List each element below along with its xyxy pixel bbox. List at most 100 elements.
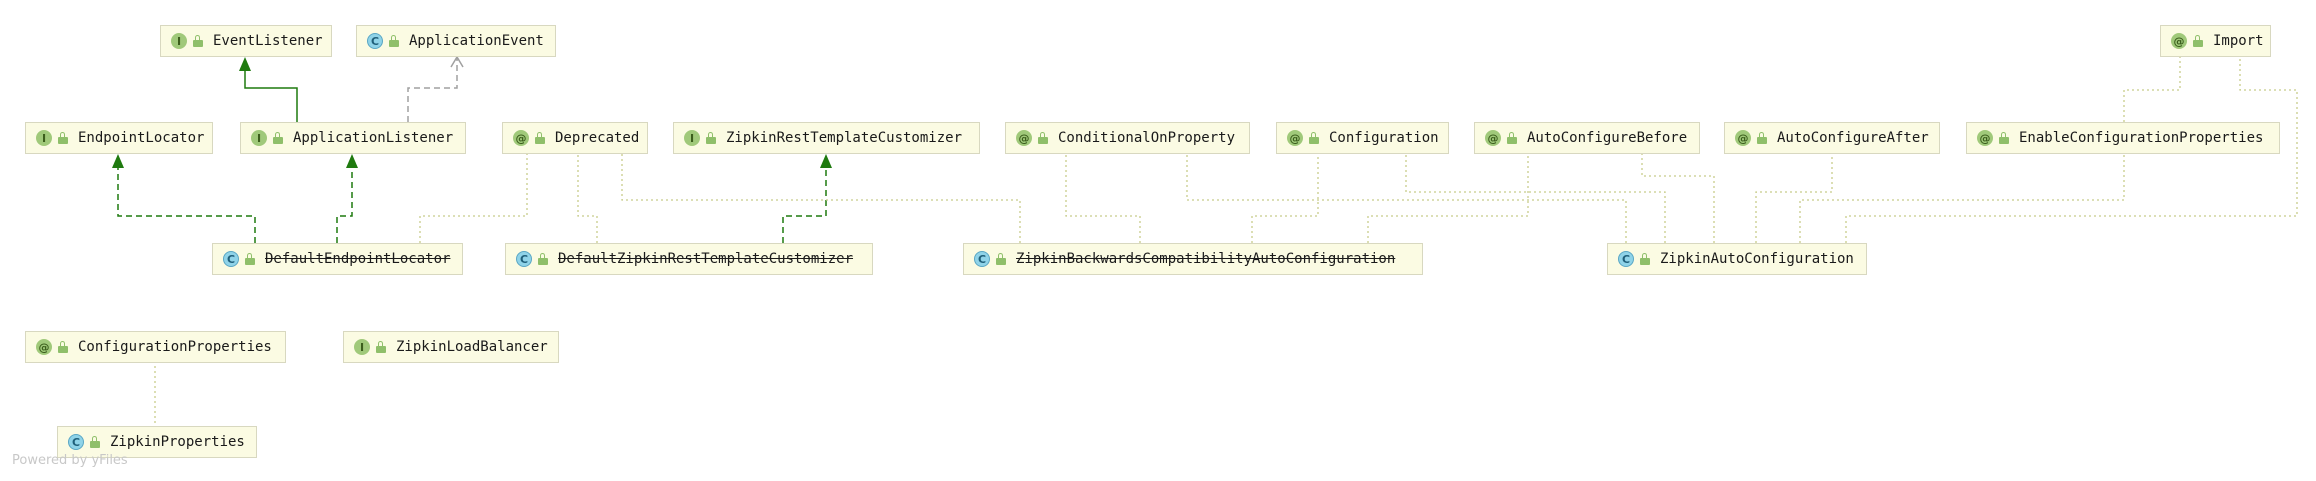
annotation-icon: @ [1977,130,1993,146]
annotation-icon: @ [513,130,529,146]
class-icon: C [1618,251,1634,267]
arrowhead-implements [346,154,358,168]
node-label: EventListener [213,33,323,49]
interface-icon: I [354,339,370,355]
node-enable-configuration-properties[interactable]: @ EnableConfigurationProperties [1966,122,2280,154]
public-lock-icon [996,253,1006,265]
edge-annotation [1641,154,1715,243]
node-label: DefaultEndpointLocator [265,251,451,267]
arrowhead-implements [820,154,832,168]
edge-annotation [621,154,1021,243]
public-lock-icon [1999,132,2009,144]
annotation-icon: @ [1287,130,1303,146]
node-label: ConfigurationProperties [78,339,272,355]
public-lock-icon [1640,253,1650,265]
node-label: Configuration [1329,130,1439,146]
edge-annotation [1367,154,1529,243]
node-label: AutoConfigureAfter [1777,130,1929,146]
node-configuration-properties[interactable]: @ ConfigurationProperties [25,331,286,363]
edge-annotation [577,154,598,243]
edge-annotation [419,154,528,243]
node-deprecated[interactable]: @ Deprecated [502,122,648,154]
edge-implements [117,168,256,243]
public-lock-icon [58,341,68,353]
annotation-icon: @ [1735,130,1751,146]
edge-dependency [407,58,458,122]
node-endpoint-locator[interactable]: I EndpointLocator [25,122,213,154]
node-import[interactable]: @ Import [2160,25,2271,57]
annotation-icon: @ [1016,130,1032,146]
node-label: ZipkinProperties [110,434,245,450]
public-lock-icon [193,35,203,47]
arrowhead-dependency [450,55,464,68]
node-zipkin-load-balancer[interactable]: I ZipkinLoadBalancer [343,331,559,363]
arrowhead-implements [112,154,124,168]
edge-annotation [2123,57,2181,122]
node-zipkin-backwards-compatibility-auto-configuration[interactable]: C ZipkinBackwardsCompatibilityAutoConfigu… [963,243,1423,275]
class-icon: C [974,251,990,267]
edge-implements [782,168,827,243]
public-lock-icon [535,132,545,144]
node-application-event[interactable]: C ApplicationEvent [356,25,556,57]
interface-icon: I [36,130,52,146]
node-zipkin-rest-template-customizer[interactable]: I ZipkinRestTemplateCustomizer [673,122,980,154]
public-lock-icon [538,253,548,265]
public-lock-icon [273,132,283,144]
public-lock-icon [1507,132,1517,144]
public-lock-icon [376,341,386,353]
node-label: EndpointLocator [78,130,205,146]
node-default-endpoint-locator[interactable]: C DefaultEndpointLocator [212,243,463,275]
node-auto-configure-after[interactable]: @ AutoConfigureAfter [1724,122,1940,154]
annotation-icon: @ [36,339,52,355]
node-conditional-on-property[interactable]: @ ConditionalOnProperty [1005,122,1250,154]
annotation-icon: @ [2171,33,2187,49]
edge-annotation [1845,57,2298,243]
arrowhead-extends [239,57,251,71]
node-label: ConditionalOnProperty [1058,130,1236,146]
node-zipkin-properties[interactable]: C ZipkinProperties [57,426,257,458]
node-label: ApplicationListener [293,130,454,146]
public-lock-icon [706,132,716,144]
node-configuration[interactable]: @ Configuration [1276,122,1449,154]
node-label: AutoConfigureBefore [1527,130,1688,146]
public-lock-icon [2193,35,2203,47]
node-label: EnableConfigurationProperties [2019,130,2264,146]
interface-icon: I [251,130,267,146]
annotation-icon: @ [1485,130,1501,146]
edge-implements [336,168,353,243]
node-zipkin-auto-configuration[interactable]: C ZipkinAutoConfiguration [1607,243,1867,275]
public-lock-icon [245,253,255,265]
public-lock-icon [90,436,100,448]
node-label: ZipkinRestTemplateCustomizer [726,130,963,146]
node-label: ZipkinBackwardsCompatibilityAutoConfigur… [1016,251,1396,267]
node-label: DefaultZipkinRestTemplateCustomizer [558,251,854,267]
node-label: Import [2213,33,2264,49]
node-label: ZipkinAutoConfiguration [1660,251,1854,267]
interface-icon: I [171,33,187,49]
edge-annotation [1799,154,2125,243]
class-icon: C [68,434,84,450]
node-application-listener[interactable]: I ApplicationListener [240,122,466,154]
public-lock-icon [389,35,399,47]
node-event-listener[interactable]: I EventListener [160,25,332,57]
node-auto-configure-before[interactable]: @ AutoConfigureBefore [1474,122,1700,154]
interface-icon: I [684,130,700,146]
public-lock-icon [1038,132,1048,144]
edge-annotation [1405,154,1666,243]
edge-annotation [1186,154,1627,243]
footer-credit: Powered by yFiles [12,453,128,468]
edge-annotation [1251,154,1319,243]
edge-extends [244,71,298,122]
edge-annotation [1065,154,1141,243]
public-lock-icon [1757,132,1767,144]
class-icon: C [223,251,239,267]
public-lock-icon [1309,132,1319,144]
node-label: Deprecated [555,130,640,146]
node-label: ApplicationEvent [409,33,544,49]
node-label: ZipkinLoadBalancer [396,339,548,355]
public-lock-icon [58,132,68,144]
class-icon: C [516,251,532,267]
node-default-zipkin-rest-template-customizer[interactable]: C DefaultZipkinRestTemplateCustomizer [505,243,873,275]
class-icon: C [367,33,383,49]
